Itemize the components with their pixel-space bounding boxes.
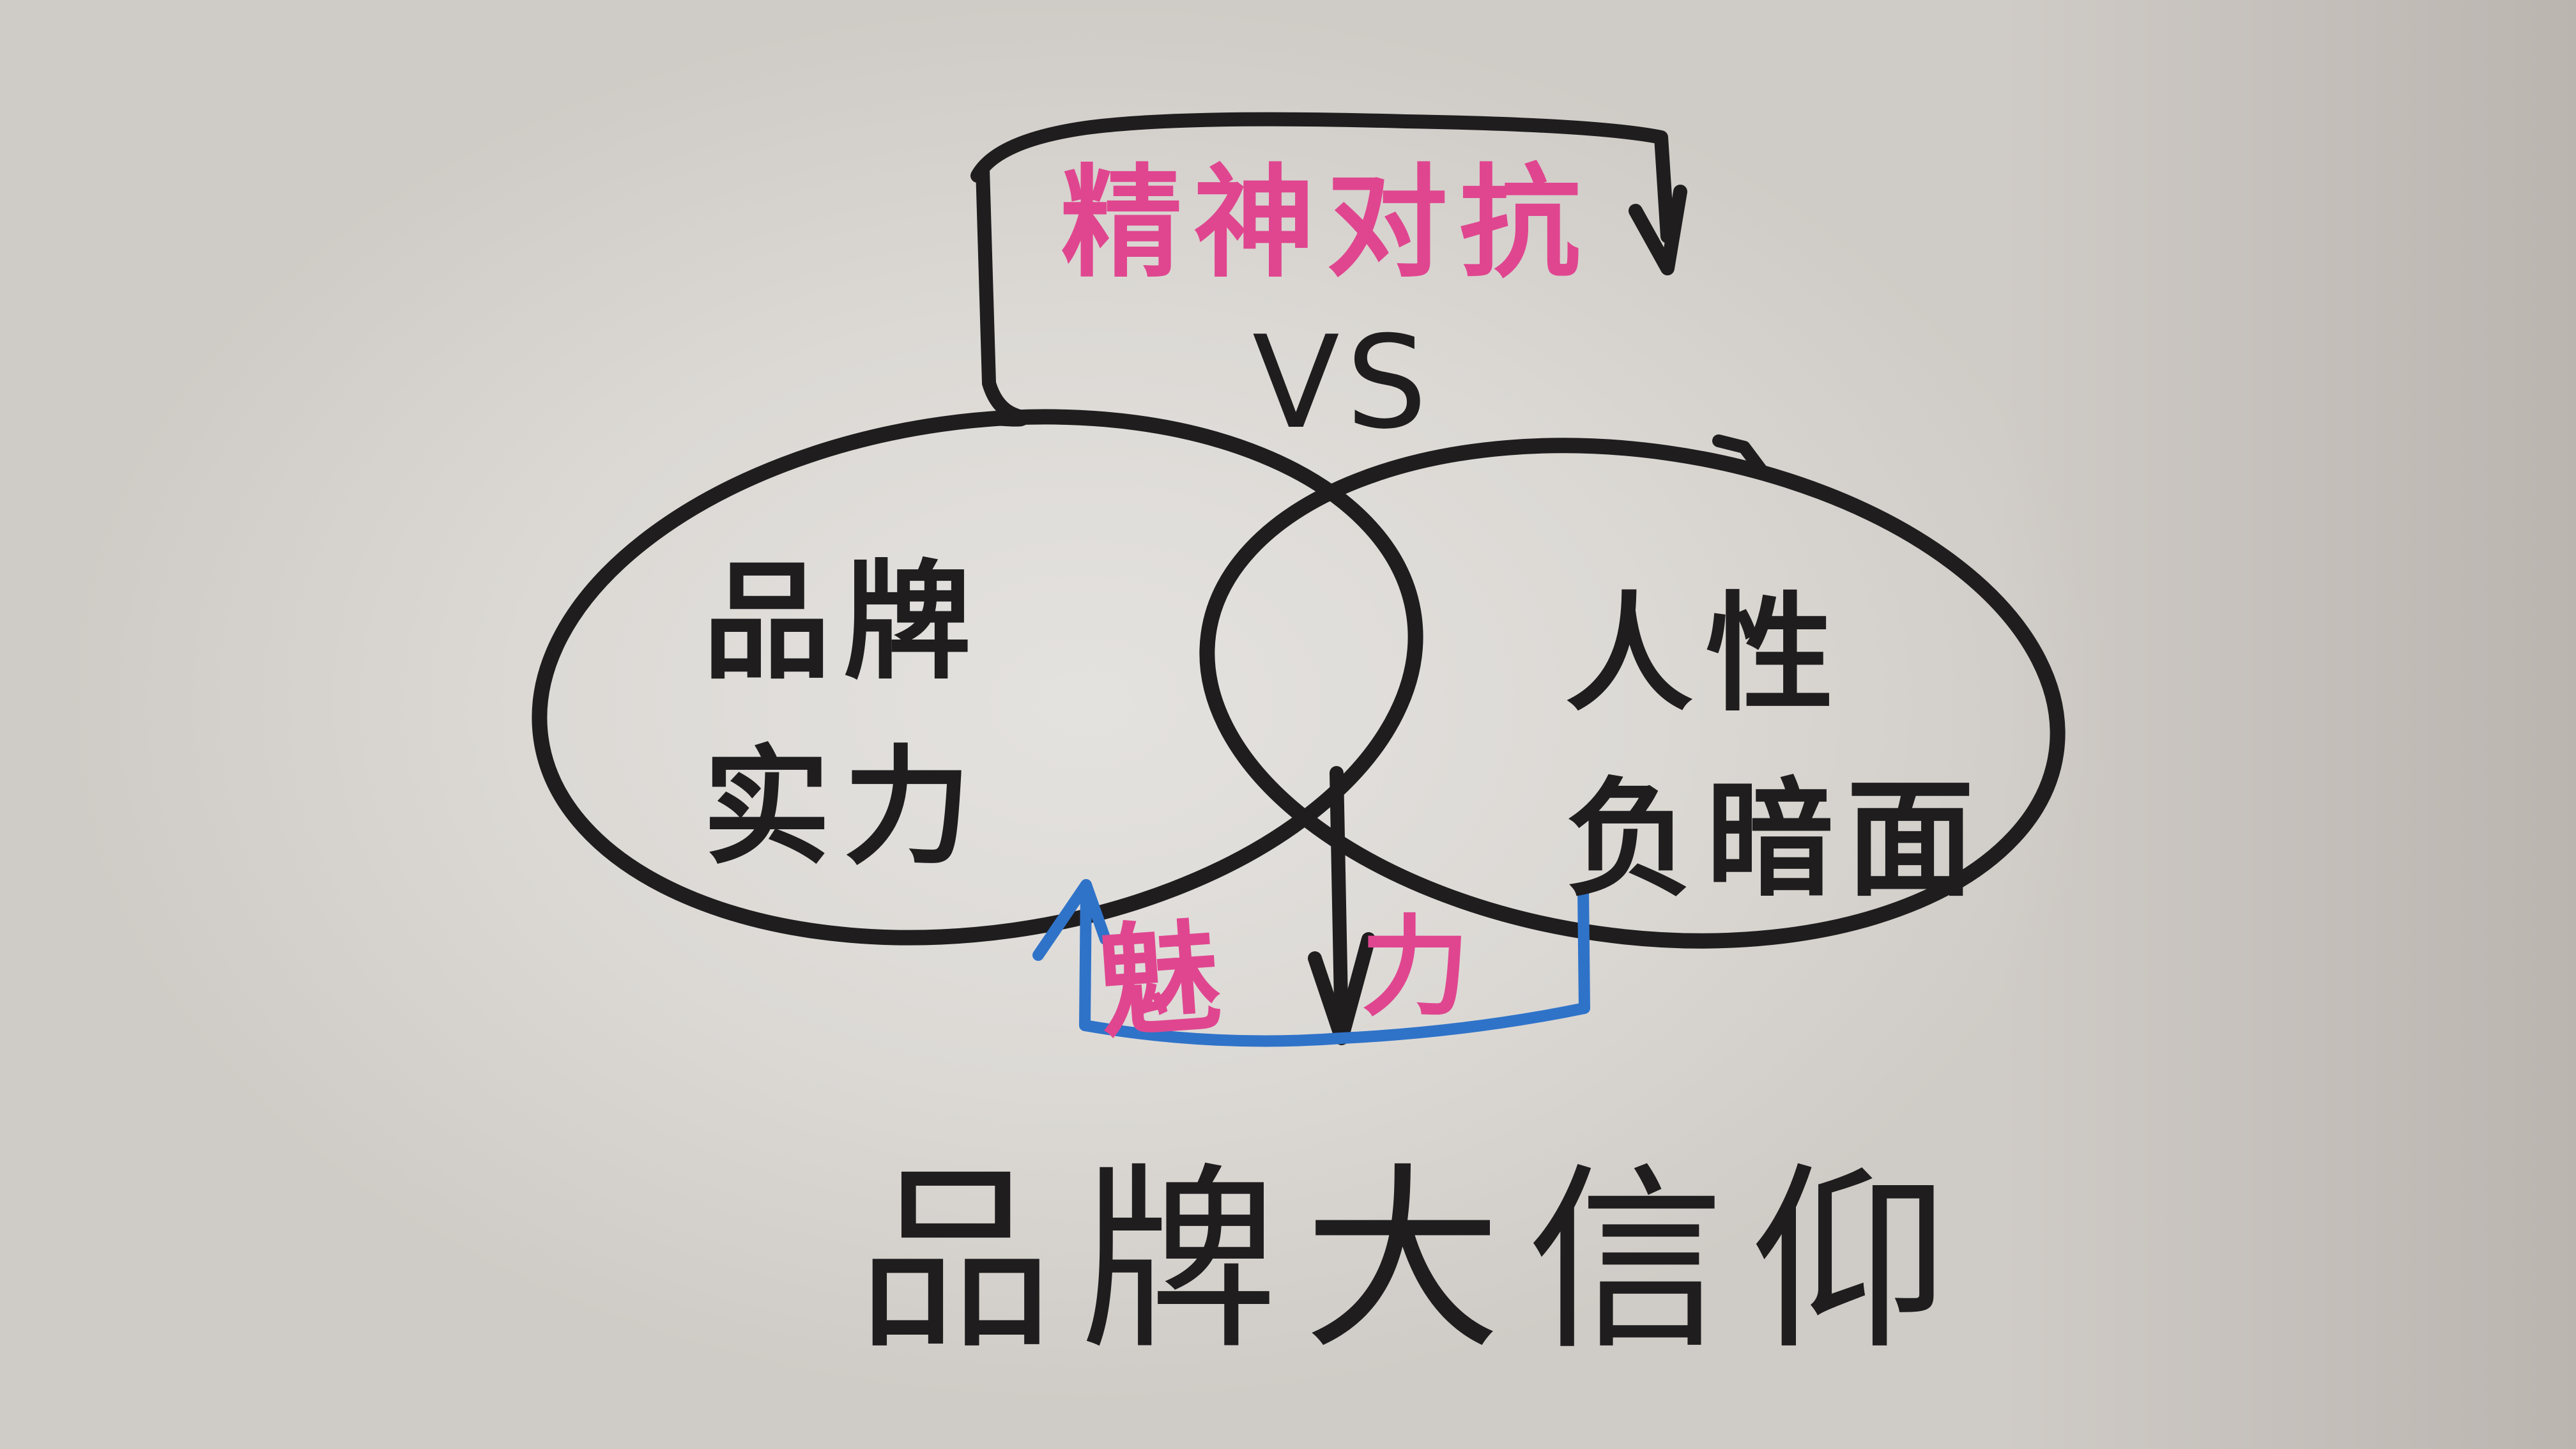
arrow-up-icon xyxy=(1032,879,1111,961)
circular-arrow-icon xyxy=(1712,434,1770,479)
strength-label: 实力 xyxy=(703,733,985,882)
charm-label-left: 魅 xyxy=(1094,905,1225,1055)
brand-label: 品牌 xyxy=(703,548,985,697)
left-circle xyxy=(532,409,1423,946)
right-circle-label: 人性 负暗面 xyxy=(1565,562,1987,933)
intersection-down-arrow xyxy=(1330,766,1349,1042)
spiritual-confrontation-label: 精神对抗 xyxy=(1061,153,1593,294)
vs-label: VS xyxy=(1252,309,1434,457)
dark-side-label: 负暗面 xyxy=(1565,765,1988,914)
brand-faith-caption: 品牌大信仰 xyxy=(856,1146,1974,1377)
blue-bracket xyxy=(1079,879,1590,1047)
human-nature-label: 人性 xyxy=(1565,580,1847,729)
lighting-shadow xyxy=(2001,0,2576,1449)
right-circle xyxy=(1199,438,2066,949)
arrow-down-icon xyxy=(1629,185,1687,275)
left-circle-label: 品牌 实力 xyxy=(703,530,984,901)
charm-label-right: 力 xyxy=(1361,905,1470,1031)
